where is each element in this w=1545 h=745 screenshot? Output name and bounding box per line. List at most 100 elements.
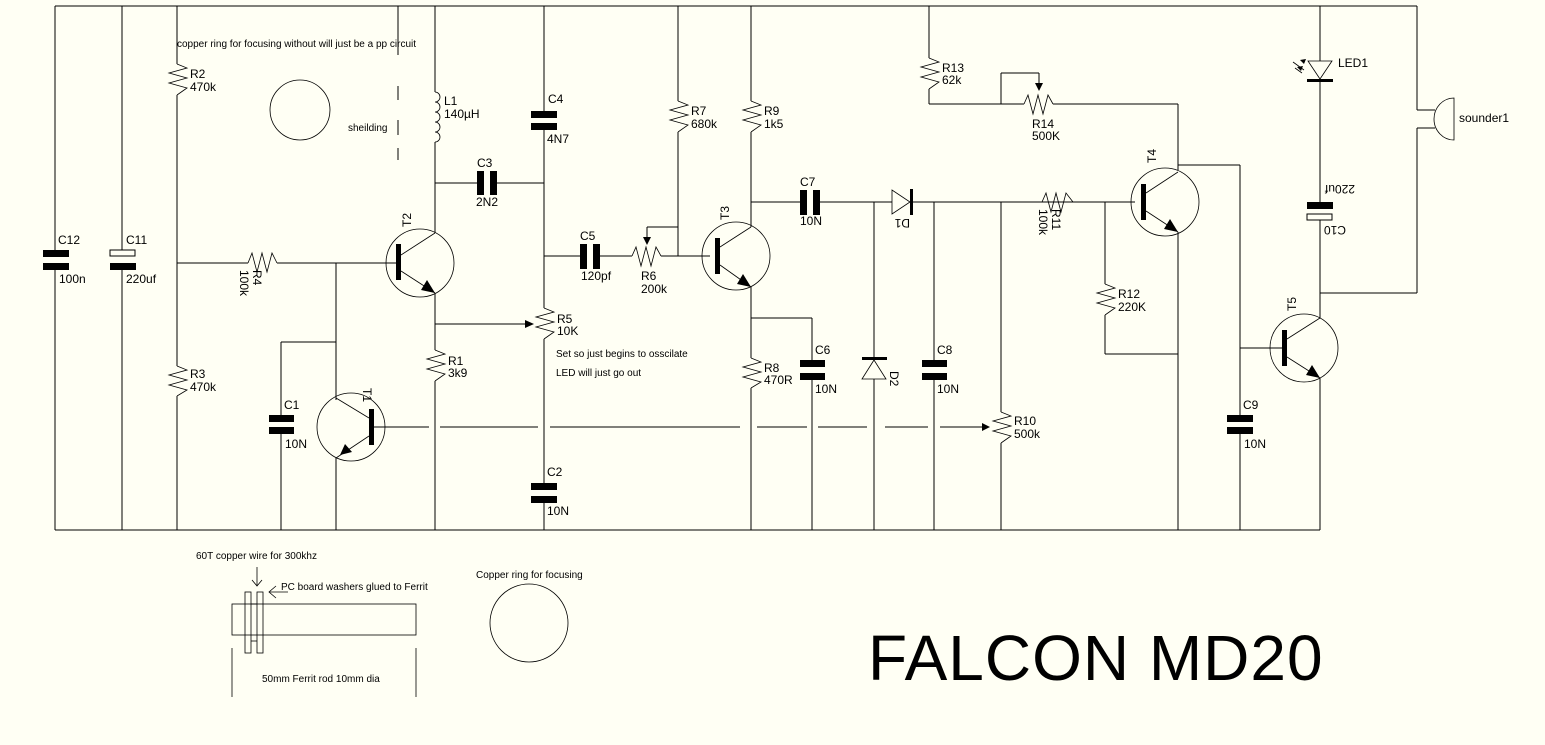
- resistor-r2[interactable]: R2 470k: [167, 6, 217, 366]
- c4-ref: C4: [548, 92, 564, 106]
- resistor-r4[interactable]: R4 100k: [177, 251, 398, 297]
- note-ferrite-rod: 50mm Ferrit rod 10mm dia: [262, 674, 380, 685]
- t5-ref: T5: [1285, 297, 1299, 311]
- l1-ref: L1: [444, 94, 458, 108]
- c4-value: 4N7: [547, 132, 569, 146]
- c12-ref: C12: [58, 233, 80, 247]
- r14-ref: R14: [1032, 117, 1054, 131]
- capacitor-c10[interactable]: 220uf C10: [1306, 82, 1355, 293]
- t2-ref: T2: [400, 213, 414, 227]
- transistor-t4[interactable]: T4: [1130, 149, 1241, 530]
- r10-value: 500k: [1014, 427, 1041, 441]
- note-copper-ring-top: copper ring for focusing without will ju…: [177, 39, 416, 50]
- potentiometer-r14[interactable]: R14 500K: [1000, 72, 1179, 170]
- transistor-t5[interactable]: T5: [1240, 293, 1339, 530]
- led-led1[interactable]: LED1: [1292, 6, 1368, 82]
- c10-value: 220uf: [1324, 182, 1355, 196]
- capacitor-c6[interactable]: C6 10N: [751, 317, 837, 530]
- r5-ref: R5: [557, 312, 573, 326]
- r12-value: 220K: [1118, 300, 1146, 314]
- r13-ref: R13: [942, 61, 964, 75]
- resistor-r1[interactable]: R1 3k9: [425, 349, 468, 530]
- capacitor-c12[interactable]: C12 100n: [43, 6, 86, 530]
- c9-ref: C9: [1243, 398, 1259, 412]
- c12-value: 100n: [59, 272, 86, 286]
- c6-ref: C6: [815, 343, 831, 357]
- capacitor-c8[interactable]: C8 10N: [922, 202, 959, 530]
- capacitor-c7[interactable]: C7 10N: [751, 175, 892, 228]
- c5-ref: C5: [580, 229, 596, 243]
- c9-value: 10N: [1244, 437, 1266, 451]
- r6-ref: R6: [641, 269, 657, 283]
- r6-value: 200k: [641, 282, 668, 296]
- d1-ref: D1: [894, 216, 910, 230]
- sounder-sounder1[interactable]: sounder1: [1320, 6, 1509, 294]
- r4-ref: R4: [250, 270, 264, 286]
- resistor-r8[interactable]: R8 470R: [741, 287, 793, 530]
- led1-ref: LED1: [1338, 56, 1368, 70]
- resistor-r7[interactable]: R7 680k: [668, 6, 718, 256]
- r1-ref: R1: [448, 354, 464, 368]
- transistor-t2[interactable]: T2: [385, 213, 455, 350]
- t3-ref: T3: [718, 206, 732, 220]
- note-set-2: LED will just go out: [556, 368, 641, 379]
- r11-ref: R11: [1049, 209, 1063, 230]
- washer-1-icon: [244, 591, 252, 654]
- c3-value: 2N2: [476, 195, 498, 209]
- capacitor-c5[interactable]: C5 120pf: [544, 229, 632, 283]
- capacitor-c11[interactable]: C11 220uf: [109, 6, 157, 530]
- resistor-r11[interactable]: R11 100k: [1036, 191, 1074, 236]
- note-copper-ring-bottom: Copper ring for focusing: [476, 570, 583, 581]
- r4-value: 100k: [237, 270, 251, 297]
- l1-value: 140µH: [444, 107, 480, 121]
- r8-ref: R8: [764, 361, 780, 375]
- c2-value: 10N: [547, 504, 569, 518]
- capacitor-c3[interactable]: C3 2N2: [435, 156, 544, 209]
- note-set-1: Set so just begins to osscilate: [556, 349, 688, 360]
- r10-ref: R10: [1014, 414, 1036, 428]
- note-washers: PC board washers glued to Ferrit: [281, 582, 428, 593]
- r5-value: 10K: [557, 324, 578, 338]
- r1-value: 3k9: [448, 366, 468, 380]
- c1-value: 10N: [285, 437, 307, 451]
- potentiometer-r6[interactable]: R6 200k: [631, 226, 710, 296]
- resistor-r3[interactable]: R3 470k: [167, 365, 217, 530]
- r7-ref: R7: [691, 104, 707, 118]
- potentiometer-r5[interactable]: R5 10K: [435, 307, 578, 340]
- c11-ref: C11: [126, 233, 147, 247]
- transistor-t1[interactable]: T1: [316, 388, 386, 530]
- washer-2-icon: [256, 591, 264, 654]
- r12-ref: R12: [1118, 287, 1140, 301]
- capacitor-c1[interactable]: C1 10N: [269, 341, 336, 530]
- r3-ref: R3: [190, 367, 206, 381]
- r13-value: 62k: [942, 73, 962, 87]
- inductor-l1[interactable]: L1 140µH: [434, 6, 480, 230]
- c3-ref: C3: [477, 156, 493, 170]
- c7-value: 10N: [800, 214, 822, 228]
- r14-value: 500K: [1032, 129, 1060, 143]
- resistor-r9[interactable]: R9 1k5: [741, 6, 784, 227]
- resistor-r12[interactable]: R12 220K: [1095, 202, 1178, 355]
- d2-ref: D2: [887, 371, 901, 387]
- copper-ring-bottom-icon: [489, 583, 569, 663]
- potentiometer-r10[interactable]: R10 500k: [991, 202, 1041, 530]
- r8-value: 470R: [764, 373, 793, 387]
- r9-ref: R9: [764, 104, 780, 118]
- capacitor-c9[interactable]: C9 10N: [1227, 348, 1266, 530]
- c8-ref: C8: [937, 343, 953, 357]
- capacitor-c2[interactable]: C2 10N: [531, 465, 569, 530]
- c10-ref: C10: [1324, 223, 1346, 237]
- transistor-t3[interactable]: T3: [701, 206, 771, 291]
- resistor-r13[interactable]: R13 62k: [919, 6, 1024, 105]
- r2-ref: R2: [190, 67, 206, 81]
- capacitor-c4[interactable]: C4 4N7: [531, 6, 569, 308]
- r7-value: 680k: [691, 117, 718, 131]
- sounder1-ref: sounder1: [1459, 111, 1509, 125]
- ferrite-rod-drawing: 60T copper wire for 300khz PC board wash…: [196, 551, 428, 697]
- ferrite-rod-icon: [231, 603, 417, 636]
- diode-d2[interactable]: D2: [861, 202, 901, 530]
- diode-d1[interactable]: D1: [891, 189, 1135, 230]
- copper-ring-drawing: Copper ring for focusing: [476, 570, 583, 663]
- t4-ref: T4: [1145, 149, 1159, 163]
